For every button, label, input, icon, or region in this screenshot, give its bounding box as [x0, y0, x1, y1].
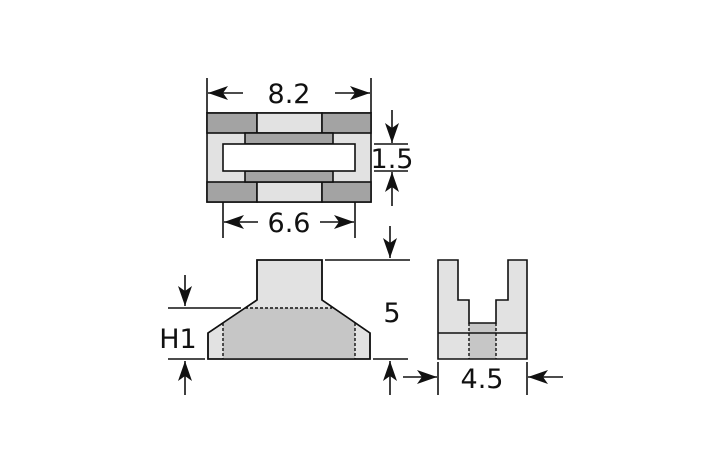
dim-label-6.6: 6.6 — [268, 208, 311, 239]
dim-label-h1: H1 — [159, 324, 196, 355]
front-view — [207, 259, 371, 360]
dimension-step-height: H1 — [159, 275, 241, 395]
dim-label-1.5: 1.5 — [371, 144, 414, 175]
dimension-width: 4.5 — [403, 362, 563, 395]
dim-label-5: 5 — [383, 298, 400, 329]
dim-label-4.5: 4.5 — [461, 364, 504, 395]
dimension-height: 5 — [325, 226, 410, 395]
dim-label-8.2: 8.2 — [268, 79, 311, 110]
dimension-overall-length: 8.2 — [206, 78, 372, 113]
dimension-slot-width: 1.5 — [371, 110, 414, 206]
dimension-inner-length: 6.6 — [222, 202, 356, 239]
side-view — [437, 259, 528, 360]
top-view — [206, 112, 372, 203]
slot — [222, 143, 356, 172]
